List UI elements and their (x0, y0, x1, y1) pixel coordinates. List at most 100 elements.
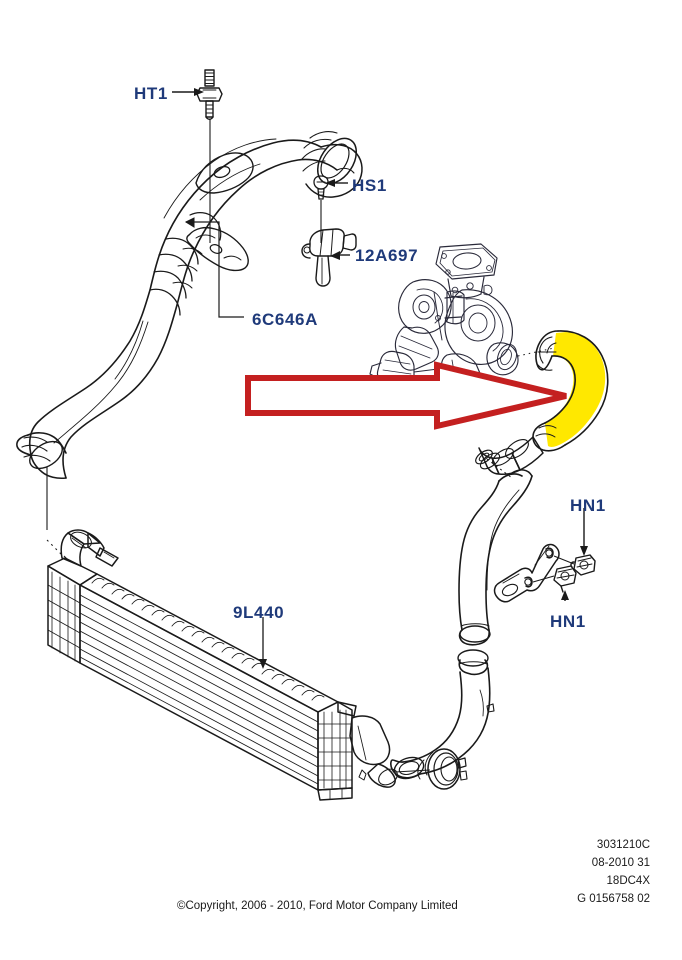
hn1-lower-assembly-leader (532, 575, 555, 583)
part-label-ht1: HT1 (134, 84, 168, 103)
bracket-rib-2 (534, 545, 550, 566)
turbo-flange-bolt-3 (445, 269, 451, 275)
coupling-to-outlet-leader (394, 769, 431, 773)
coupling-ring (427, 748, 468, 790)
elbow-lower-cuff (532, 422, 566, 452)
hose-bellows-ring-2 (153, 270, 187, 299)
connector-end-ring (475, 449, 493, 465)
ht1-lower-threads (205, 104, 214, 114)
hose-mount-bracket (186, 226, 249, 272)
hose-top-bracket-hole (213, 165, 231, 179)
hn1-nut-lower (553, 565, 577, 593)
turbo-compressor-contour (416, 288, 444, 324)
turbo-compressor-wheel (412, 294, 436, 320)
hose-left-opening (29, 440, 63, 470)
hn1-upper-bore (579, 560, 589, 570)
hose-lr-clamp-rib-2 (424, 751, 434, 776)
turbo-actuator-rib-2 (398, 345, 431, 359)
ic-tube-4 (79, 621, 319, 750)
sensor-mount-hole (303, 246, 311, 254)
hn1-lower-facets (556, 568, 575, 579)
ic-left-inlet-flange (87, 532, 105, 557)
hose-lr-left-ring-outer (393, 756, 425, 780)
hose-lr-top-rib (458, 661, 488, 665)
connector-band-1 (505, 439, 529, 459)
ic-tube-8 (79, 656, 319, 785)
ic-left-inlet-mouth (67, 529, 101, 545)
hose-lr-clamp-rib-1 (417, 759, 425, 780)
turbo-outlet-stub (486, 342, 519, 376)
hose-mount-bracket-rib (195, 234, 216, 239)
hose-lr-left-ring-inner (398, 760, 420, 776)
sensor-body-edge-2 (330, 228, 334, 257)
hose-inner-highlight (163, 138, 277, 219)
hose-lr-tab (486, 703, 495, 713)
hose-right-band-3 (301, 148, 327, 160)
turbo-flange-inner (439, 247, 496, 277)
doc-code-line-2: 08-2010 31 (591, 857, 650, 869)
bracket-rib-1 (502, 573, 520, 584)
elbow-inner-edge (544, 355, 576, 424)
hn1-upper-body (573, 554, 596, 576)
coupling-clamp-lug (457, 757, 467, 769)
turbo-flange-bore (452, 252, 482, 270)
intercooler (47, 529, 398, 801)
hose-left-end-back (30, 454, 67, 480)
connector-band-2 (492, 447, 514, 467)
hose-lr-inner (402, 671, 463, 763)
hose-to-intercooler-leader (46, 467, 69, 561)
elbow-upper-cuff-band-1 (539, 336, 553, 364)
hose-bellows-inner-2 (177, 264, 198, 272)
hn1-upper-assembly-leader (553, 555, 575, 565)
12a697-label-leader (330, 251, 350, 260)
ic-tube-1 (79, 594, 319, 723)
hose-left-rib-2 (21, 444, 48, 452)
elbow-upper-cuff-outer (535, 330, 559, 371)
part-label-hn1-lower: HN1 (550, 612, 586, 631)
part-label-hs1: HS1 (352, 176, 387, 195)
hose-bellows-ring-1 (149, 288, 181, 316)
highlight-fill (545, 332, 606, 447)
doc-code-line-1: 3031210C (596, 839, 650, 851)
hose-mid-cuff (189, 212, 222, 241)
turbo-oil-feed-fitting (466, 282, 474, 290)
hs1-shank (317, 188, 325, 200)
part-label-6c646a: 6C646A (252, 310, 318, 329)
hose-right-band-4 (302, 160, 326, 172)
turbo-turbine-hub (468, 312, 488, 334)
turbocharger (369, 243, 519, 399)
ht1-bolt (196, 69, 223, 120)
red-highlight-arrow (245, 361, 567, 430)
hn1-upper-label-leader (580, 508, 588, 556)
bracket-lower-ear (524, 576, 533, 588)
bracket-upper-ear (545, 547, 554, 559)
hn1-lower-stud (560, 585, 564, 593)
hose-right-band-1 (309, 131, 338, 139)
hose-r-bottom-rib (460, 623, 490, 627)
hose-outline-bottom (62, 158, 338, 479)
turbo-outlet-bore (496, 343, 518, 371)
hose-left-rib-1 (23, 436, 48, 443)
turbo-exhaust-flange (435, 243, 498, 280)
hose-lr-outer (419, 667, 491, 775)
hose-seam-upper (199, 163, 261, 201)
hose-right-band-2 (303, 138, 332, 149)
ic-tube-7 (79, 648, 319, 777)
hose-r-bottom-opening (459, 625, 491, 643)
hs1-threads (317, 191, 325, 196)
hn1-lower-body (553, 565, 577, 587)
hose-r-top-lip (511, 469, 533, 477)
connector-taper (478, 447, 500, 475)
turbo-linkage-pivot (435, 315, 441, 321)
doc-code-line-3: 18DC4X (606, 875, 650, 887)
hose-top-bracket (195, 152, 254, 194)
ic-bottom-rail (317, 787, 353, 801)
copyright-notice: ©Copyright, 2006 - 2010, Ford Motor Comp… (177, 900, 458, 912)
hose-crease (114, 320, 144, 380)
hose-mount-bracket-rib-2 (223, 255, 242, 261)
coupling-outer (427, 748, 461, 790)
ht1-head-facets (202, 89, 217, 99)
part-label-9l440: 9L440 (233, 603, 285, 622)
ic-tube-2 (79, 603, 319, 732)
